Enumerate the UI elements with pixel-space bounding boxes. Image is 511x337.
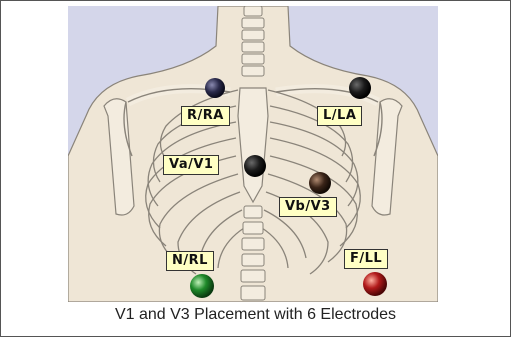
electrode-label-v3: Vb/V3 <box>279 197 337 217</box>
electrode-label-ll: F/LL <box>344 249 388 269</box>
electrode-rl-dot <box>190 274 214 298</box>
electrode-ll-dot <box>363 272 387 296</box>
electrode-v1-dot <box>244 155 266 177</box>
electrode-la-dot <box>349 77 371 99</box>
electrode-ra-dot <box>205 78 225 98</box>
electrode-label-v1: Va/V1 <box>163 155 219 175</box>
electrode-label-ra: R/RA <box>181 106 230 126</box>
electrode-label-la: L/LA <box>317 106 362 126</box>
electrode-v3-dot <box>309 172 331 194</box>
electrode-label-rl: N/RL <box>166 251 214 271</box>
figure-caption: V1 and V3 Placement with 6 Electrodes <box>0 306 511 324</box>
